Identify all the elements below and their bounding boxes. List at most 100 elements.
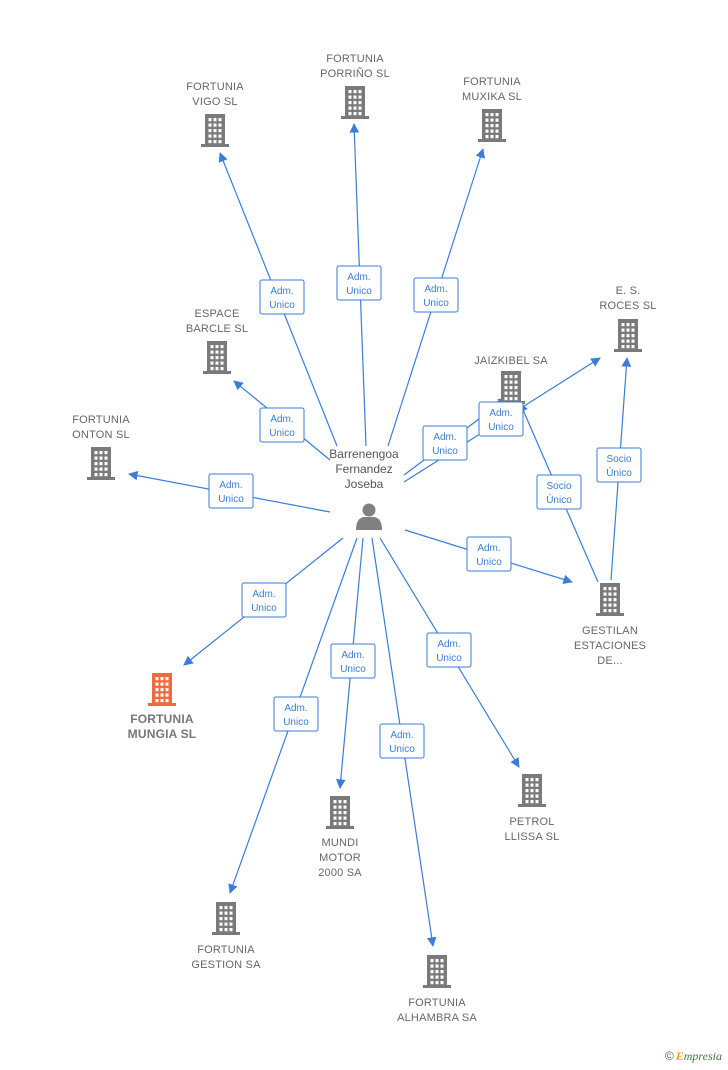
company-name-line: MUXIKA SL	[462, 91, 522, 103]
edge-label-text: Unico	[436, 653, 462, 664]
edge-label-person-gestion: Adm. Unico	[273, 696, 319, 732]
company-name-line: E. S.	[616, 285, 641, 297]
edge-label-text: Adm.	[433, 432, 456, 443]
company-name-line: FORTUNIA	[130, 712, 194, 726]
edge-label-text: Unico	[269, 428, 295, 439]
edge-label-text: Unico	[251, 603, 277, 614]
brand-name-rest: mpresia	[683, 1049, 722, 1063]
edge-label-text: Unico	[269, 300, 295, 311]
edge-label-person-alhambra: Adm. Unico	[379, 723, 425, 759]
edge-label-person-petrol: Adm.Unico	[426, 632, 472, 668]
person-name-line: Joseba	[345, 477, 384, 491]
edge-label-text: Adm.	[341, 650, 364, 661]
company-node-porrino[interactable]: FORTUNIA PORRIÑO SL	[320, 53, 390, 119]
company-node-gestion[interactable]: FORTUNIA GESTION SA	[191, 902, 261, 971]
edge-label-person-roces: Adm. Unico	[478, 401, 524, 437]
edge-label-text: Adm.	[270, 286, 293, 297]
person-icon	[356, 503, 382, 530]
edge-label-text: Unico	[423, 298, 449, 309]
edge-label-person-onton: Adm. Unico	[208, 473, 254, 509]
edge-label-text: Adm.	[390, 730, 413, 741]
company-node-petrol[interactable]: PETROL LLISSA SL	[504, 774, 559, 843]
company-name-line: FORTUNIA	[72, 414, 130, 426]
building-icon	[614, 319, 642, 352]
edge-label-text: Adm.	[219, 480, 242, 491]
edge-label-text: Adm.	[424, 284, 447, 295]
company-name-line: FORTUNIA	[463, 76, 521, 88]
company-name-line: ONTON SL	[72, 429, 130, 441]
company-name-line: MUNGIA SL	[128, 727, 197, 741]
edge-label-text: Unico	[340, 664, 366, 675]
building-icon	[596, 583, 624, 616]
building-icon	[203, 341, 231, 374]
edge-label-text: Unico	[283, 717, 309, 728]
brand-first-letter: E	[675, 1049, 684, 1063]
company-name-line: ALHAMBRA SA	[397, 1012, 477, 1024]
company-name-line: FORTUNIA	[186, 81, 244, 93]
company-name-line: ESTACIONES	[574, 640, 646, 652]
person-name-line: Barrenengoa	[329, 447, 399, 461]
edge-label-text: Unico	[346, 286, 372, 297]
building-icon	[326, 796, 354, 829]
edge-label-text: Unico	[218, 494, 244, 505]
building-icon	[423, 955, 451, 988]
edge-label-person-muxika: Adm. Unico	[413, 277, 459, 313]
company-name-line: JAIZKIBEL SA	[474, 355, 548, 367]
edge-label-text: Adm.	[284, 703, 307, 714]
edge-label-person-mungia: Adm. Unico	[241, 582, 287, 618]
edge-label-text: Unico	[488, 422, 514, 433]
building-icon	[148, 673, 176, 706]
edge-label-text: Único	[606, 466, 632, 479]
building-icon	[87, 447, 115, 480]
edge-label-text: Adm.	[489, 408, 512, 419]
edge-label-text: Socio	[546, 481, 571, 492]
edge-label-person-jaizkibel: Adm. Unico	[422, 425, 468, 461]
company-name-line: FORTUNIA	[408, 997, 466, 1009]
company-node-mundi[interactable]: MUNDI MOTOR 2000 SA	[318, 796, 362, 879]
company-name-line: ESPACE	[194, 308, 239, 320]
building-icon	[518, 774, 546, 807]
person-name-line: Fernandez	[335, 462, 392, 476]
edge-label-text: Unico	[389, 744, 415, 755]
company-name-line: MOTOR	[319, 852, 361, 864]
company-name-line: LLISSA SL	[504, 831, 559, 843]
company-node-vigo[interactable]: FORTUNIA VIGO SL	[186, 81, 244, 147]
company-name-line: FORTUNIA	[197, 944, 255, 956]
company-name-line: PORRIÑO SL	[320, 67, 390, 80]
company-name-line: GESTION SA	[191, 959, 261, 971]
edge-label-text: Adm.	[477, 543, 500, 554]
company-node-roces[interactable]: E. S.ROCES SL	[599, 285, 656, 352]
company-node-gestilan[interactable]: GESTILANESTACIONESDE...	[574, 583, 646, 667]
company-node-jaizkibel[interactable]: JAIZKIBEL SA	[474, 355, 548, 404]
company-name-line: FORTUNIA	[326, 53, 384, 65]
edge-label-text: Adm.	[347, 272, 370, 283]
building-icon	[497, 371, 525, 404]
edge-label-text: Adm.	[270, 414, 293, 425]
building-icon	[212, 902, 240, 935]
company-name-line: 2000 SA	[318, 867, 362, 879]
company-name-line: VIGO SL	[192, 96, 237, 108]
company-node-muxika[interactable]: FORTUNIA MUXIKA SL	[462, 76, 522, 142]
edge-label-person-mundi: Adm. Unico	[330, 643, 376, 679]
edge-label-text: Socio	[606, 454, 631, 465]
company-node-alhambra[interactable]: FORTUNIA ALHAMBRA SA	[397, 955, 477, 1024]
company-name-line: PETROL	[509, 816, 554, 828]
edge-label-person-vigo: Adm. Unico	[259, 279, 305, 315]
company-name-line: DE...	[597, 655, 622, 667]
brand-watermark: ©Empresia	[665, 1049, 722, 1064]
edge-label-text: Adm.	[252, 589, 275, 600]
edge-label-text: Único	[546, 493, 572, 506]
edge-label-text: Unico	[432, 446, 458, 457]
company-node-onton[interactable]: FORTUNIA ONTON SL	[72, 414, 130, 480]
edge-label-text: Unico	[476, 557, 502, 568]
edge-label-person-espace: Adm. Unico	[259, 407, 305, 443]
company-name-line: MUNDI	[321, 837, 358, 849]
